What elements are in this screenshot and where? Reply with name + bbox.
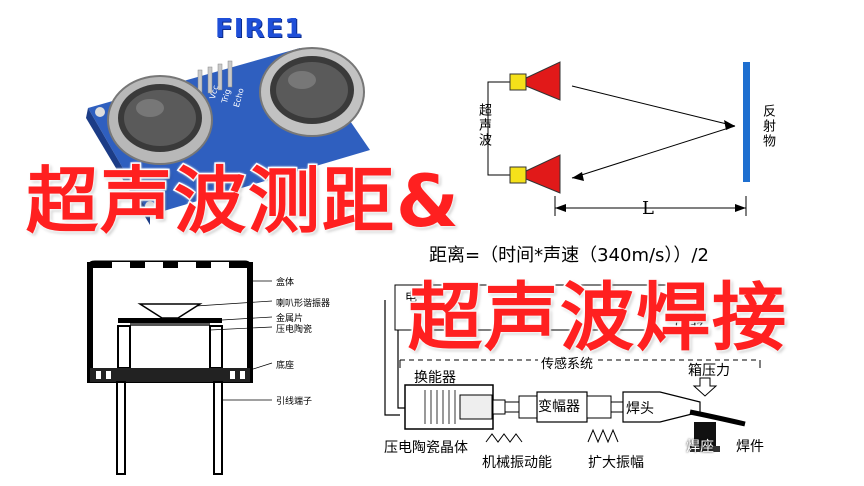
partial-label-electric: 电	[405, 290, 418, 304]
vibration-label: 机械振动能	[482, 455, 552, 471]
reflector-label: 反射物	[760, 104, 775, 149]
distance-formula: 距离=（时间*声速（340m/s））/2	[429, 245, 709, 266]
label-case: 盒体	[276, 278, 295, 288]
partial-label-hz: 0 Hz	[675, 318, 704, 332]
anvil-label: 焊座	[686, 439, 714, 455]
horn-label: 焊头	[626, 401, 654, 417]
label-lead-terminal: 引线端子	[276, 397, 313, 407]
piezo-crystal-label: 压电陶瓷晶体	[384, 440, 468, 456]
title-ultrasonic-ranging: 超声波测距&	[25, 158, 461, 245]
booster-label: 变幅器	[538, 399, 580, 415]
transducer-label: 换能器	[414, 370, 456, 386]
brand-logo: FIRE1	[215, 14, 304, 44]
label-metal-sheet: 金属片	[276, 314, 304, 324]
amplify-label: 扩大振幅	[588, 455, 644, 471]
title-ultrasonic-welding: 超声波焊接	[407, 274, 788, 363]
pressure-label: 箱压力	[688, 363, 730, 379]
label-base: 底座	[276, 361, 295, 371]
workpiece-label: 焊件	[736, 439, 764, 455]
emitter-label: 超声波	[476, 103, 491, 148]
sensing-system-label: 传感系统	[538, 353, 597, 372]
label-piezo-ceramic: 压电陶瓷	[276, 325, 313, 335]
label-horn-resonator: 喇叭形谐振器	[276, 299, 331, 309]
distance-label: L	[642, 198, 654, 219]
